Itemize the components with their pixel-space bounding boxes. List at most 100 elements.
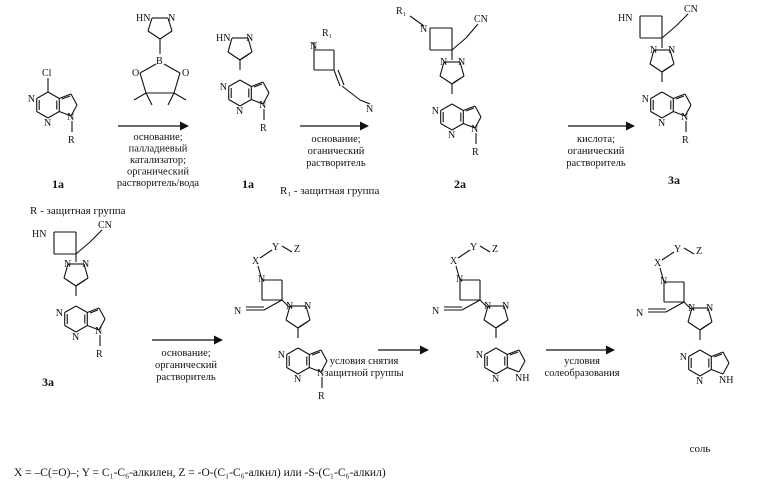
- atom-n: N: [476, 350, 483, 361]
- atom-o: O: [182, 68, 189, 79]
- compound-label-3a-bottom: 3a: [42, 375, 54, 389]
- condition-line: растворитель: [566, 158, 626, 169]
- atom-r: R: [472, 147, 479, 158]
- bond-x-y: [458, 250, 470, 258]
- arrow-layer: [118, 126, 634, 350]
- bond-ch2: [666, 302, 684, 312]
- atom-hn: HN: [136, 13, 150, 24]
- pyrimidine-bond: [65, 306, 76, 313]
- bond-cn: [90, 230, 102, 242]
- double-bond: [663, 66, 671, 71]
- pinacol-bond: [140, 73, 146, 93]
- condition-line: растворитель/вода: [117, 178, 200, 189]
- condition-line: растворитель: [156, 372, 216, 383]
- atom-hn: HN: [32, 229, 46, 240]
- bond-x-y: [260, 250, 272, 258]
- atom-x: X: [252, 256, 260, 267]
- atom-o: O: [132, 68, 139, 79]
- label-layer: NNNRCl1aR - защитная группаHNNBOOоснован…: [14, 4, 733, 479]
- atom-n: N: [696, 376, 703, 387]
- atom-n: N: [680, 352, 687, 363]
- methyl: [168, 93, 174, 105]
- pyrimidine-bond: [496, 348, 507, 355]
- bond-ch2: [462, 300, 480, 310]
- atom-n: N: [366, 104, 373, 115]
- pyrimidine-bond: [689, 350, 700, 357]
- double-bond: [453, 78, 461, 83]
- atom-n: N: [484, 301, 491, 312]
- double-bond: [701, 324, 709, 329]
- atom-n: N: [56, 308, 63, 319]
- condition-line: органический: [127, 167, 189, 178]
- atom-nh: NH: [719, 375, 733, 386]
- pyrrole-bond: [685, 94, 691, 105]
- atom-y: Y: [470, 242, 477, 253]
- note-r1-protecting: R₁ - защитная группа: [280, 185, 379, 197]
- methyl: [134, 93, 146, 100]
- atom-y: Y: [674, 244, 681, 255]
- atom-r: R: [318, 391, 325, 402]
- atom-z: Z: [696, 246, 702, 257]
- atom-cn: CN: [684, 4, 698, 15]
- atom-n: N: [64, 259, 71, 270]
- pyrazole-bond: [64, 278, 76, 286]
- pyrimidine-bond: [298, 348, 309, 355]
- atom-r1: R₁: [322, 28, 332, 39]
- atom-r: R: [682, 135, 689, 146]
- atom-n: N: [317, 368, 324, 379]
- atom-y: Y: [272, 242, 279, 253]
- methyl: [146, 93, 152, 105]
- atom-nh: NH: [515, 373, 529, 384]
- pyrimidine-bond: [441, 104, 452, 111]
- bond-ch2: [76, 242, 90, 254]
- atom-n: N: [236, 106, 243, 117]
- pyrrole-bond: [99, 308, 105, 319]
- atom-n: N: [72, 332, 79, 343]
- pyrimidine-bond: [48, 92, 59, 99]
- atom-n: N: [259, 100, 266, 111]
- atom-n: N: [304, 301, 311, 312]
- bond-y-z: [684, 248, 694, 254]
- pyrimidine-bond: [37, 92, 48, 99]
- bond-x-y: [662, 252, 674, 260]
- atom-n: N: [286, 301, 293, 312]
- compound-label-3a: 3a: [668, 173, 680, 187]
- pinacol-bond: [174, 73, 180, 93]
- atom-z: Z: [492, 244, 498, 255]
- pyrazole-bond: [650, 64, 662, 72]
- atom-n: N: [456, 274, 463, 285]
- atom-hn: HN: [216, 33, 230, 44]
- pyrrole-bond: [519, 361, 525, 372]
- atom-n: N: [658, 118, 665, 129]
- legend-definitions: X = –C(=O)–; Y = C₁-C₆-алкилен, Z = -O-(…: [14, 467, 386, 479]
- compound-label-2a: 2a: [454, 177, 466, 191]
- bond-ch2: [452, 38, 466, 50]
- atom-n: N: [234, 306, 241, 317]
- atom-n: N: [660, 276, 667, 287]
- bond-cn: [466, 24, 478, 38]
- atom-n: N: [688, 303, 695, 314]
- bond-ch2: [264, 300, 282, 310]
- atom-r1: R₁: [396, 6, 406, 17]
- atom-hn: HN: [618, 13, 632, 24]
- atom-n: N: [168, 13, 175, 24]
- pyrrole-bond: [711, 370, 723, 375]
- condition-line: кислота;: [577, 134, 615, 145]
- atom-n: N: [278, 350, 285, 361]
- atom-n: N: [44, 118, 51, 129]
- salt-label: соль: [690, 443, 711, 455]
- double-bond: [497, 322, 505, 327]
- pyrrole-bond: [723, 363, 729, 374]
- bond-ch2: [662, 26, 676, 38]
- pinacol-bond: [164, 64, 180, 73]
- condition-line: оганический: [308, 146, 365, 157]
- pyrazole-bond: [228, 52, 240, 60]
- atom-n: N: [458, 57, 465, 68]
- condition-line: растворитель: [306, 158, 366, 169]
- pyrimidine-bond: [76, 306, 87, 313]
- pinacol-bond: [140, 64, 156, 73]
- bond-layer: [37, 14, 729, 388]
- condition-line: солеобразования: [544, 368, 619, 379]
- atom-n: N: [706, 303, 713, 314]
- pyrrole-bond: [475, 106, 481, 117]
